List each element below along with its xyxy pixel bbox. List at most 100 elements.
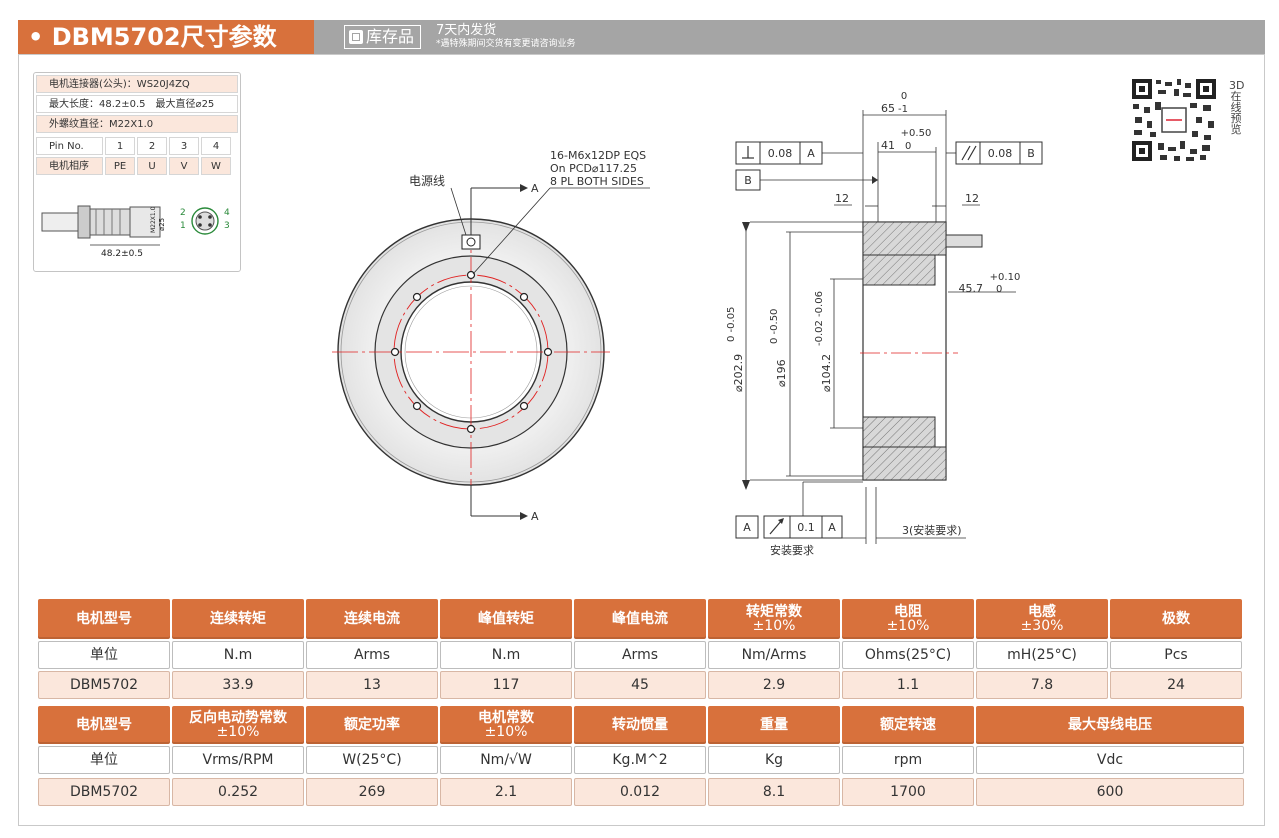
- unit-cell: Nm/Arms: [708, 641, 840, 669]
- page-title: • DBM5702尺寸参数: [18, 20, 314, 54]
- side-view-drawing: 0 65 -1 +0.50 41 0 0.08 A 0.08 B B 12 12…: [726, 91, 1043, 557]
- para-ref: B: [1027, 147, 1035, 160]
- header-text: 连续电流: [344, 611, 400, 627]
- unit-cell: N.m: [440, 641, 572, 669]
- datum-b: B: [744, 174, 752, 187]
- header-text: 峰值电流: [612, 611, 668, 627]
- unit-cell: Kg.M^2: [574, 746, 706, 774]
- header-sub: ±10%: [752, 618, 796, 634]
- spec-header-cell: 额定转速: [842, 706, 974, 744]
- pin-cell: 3: [169, 137, 199, 155]
- header-text: 连续转矩: [210, 611, 266, 627]
- dim-12-right: 12: [965, 192, 979, 205]
- section-label-bottom: A: [531, 510, 539, 523]
- spec-header-cell: 电感±30%: [976, 599, 1108, 639]
- connector-drawing: 48.2±0.5 M22X1.0 ⌀25 2 1 4 3: [41, 205, 230, 259]
- unit-cell: Nm/√W: [440, 746, 572, 774]
- spec-header-cell: 电机型号: [38, 599, 170, 639]
- value-cell: 8.1: [708, 778, 840, 806]
- value-cell: 13: [306, 671, 438, 699]
- value-cell: 33.9: [172, 671, 304, 699]
- runout-ref: A: [828, 521, 836, 534]
- spec-header-cell: 电阻±10%: [842, 599, 974, 639]
- dia-202-tol: 0 -0.05: [726, 307, 737, 342]
- shipping-title: 7天内发货: [436, 23, 497, 38]
- spec-header-cell: 转矩常数±10%: [708, 599, 840, 639]
- dim-65-top: 0: [901, 91, 907, 102]
- value-cell: DBM5702: [38, 671, 170, 699]
- value-cell: 269: [306, 778, 438, 806]
- value-cell: 2.1: [440, 778, 572, 806]
- header-text: 转矩常数: [746, 604, 802, 620]
- stock-badge: 库存品: [344, 25, 422, 49]
- perp-tol: 0.08: [768, 147, 793, 160]
- box-icon: [349, 30, 363, 44]
- header-text: 电机型号: [76, 611, 132, 627]
- header-text: 重量: [760, 717, 788, 733]
- connector-length: 最大长度：48.2±0.5 最大直径⌀25: [36, 95, 238, 113]
- pin-label: 2: [180, 208, 186, 218]
- spec-header-cell: 反向电动势常数±10%: [172, 706, 304, 744]
- header-text: 电机常数: [478, 710, 534, 726]
- phase-cell: W: [201, 157, 231, 175]
- unit-cell: 单位: [38, 746, 170, 774]
- hole-note-3: 8 PL BOTH SIDES: [550, 175, 644, 188]
- connector-info-box: 电机连接器(公头)：WS20J4ZQ 最大长度：48.2±0.5 最大直径⌀25…: [33, 72, 241, 272]
- dim-45-zero: 0: [996, 284, 1002, 295]
- header-text: 最大母线电压: [1068, 717, 1152, 733]
- unit-cell: Vdc: [976, 746, 1244, 774]
- header-text: 电感: [1028, 604, 1056, 620]
- pin-cell: 4: [201, 137, 231, 155]
- unit-cell: N.m: [172, 641, 304, 669]
- qr-caption: 3D在线预览: [1229, 79, 1245, 136]
- dia-202: ⌀202.9: [732, 354, 745, 392]
- header-sub: ±10%: [216, 724, 260, 740]
- qr-code[interactable]: [1130, 77, 1218, 163]
- spec-header-cell: 连续电流: [306, 599, 438, 639]
- value-cell: 24: [1110, 671, 1242, 699]
- dia-196: ⌀196: [775, 359, 788, 387]
- spec-header-cell: 连续转矩: [172, 599, 304, 639]
- shipping-note: *遇特殊期间交货有变更请咨询业务: [436, 39, 576, 49]
- content-frame: [18, 54, 1265, 826]
- dia-196-tol: 0 -0.50: [769, 309, 780, 344]
- header-text: 转动惯量: [612, 717, 668, 733]
- unit-cell: Kg: [708, 746, 840, 774]
- unit-cell: Arms: [306, 641, 438, 669]
- pin-label: 4: [224, 208, 230, 218]
- dim-45-tol: +0.10: [990, 272, 1021, 283]
- header-text: 峰值转矩: [478, 611, 534, 627]
- value-cell: 0.252: [172, 778, 304, 806]
- pin-cell: 2: [137, 137, 167, 155]
- value-cell: 600: [976, 778, 1244, 806]
- dia-104-tol: -0.02 -0.06: [814, 291, 825, 346]
- connector-model: 电机连接器(公头)：WS20J4ZQ: [36, 75, 238, 93]
- unit-cell: W(25°C): [306, 746, 438, 774]
- pin-table: Pin No. 1 2 3 4 电机相序 PE U V W: [36, 137, 233, 177]
- connector-dia-label: ⌀25: [158, 218, 166, 231]
- pin-cell: Pin No.: [36, 137, 103, 155]
- value-cell: 1.1: [842, 671, 974, 699]
- header-text: 反向电动势常数: [189, 710, 287, 726]
- spec-unit-row: 单位 Vrms/RPM W(25°C) Nm/√W Kg.M^2 Kg rpm …: [38, 746, 1244, 774]
- header-sub: ±30%: [1020, 618, 1064, 634]
- header-sub: ±10%: [886, 618, 930, 634]
- value-cell: DBM5702: [38, 778, 170, 806]
- hole-note-2: On PCD⌀117.25: [550, 162, 637, 175]
- pin-cell: 1: [105, 137, 135, 155]
- datum-a: A: [743, 521, 751, 534]
- spec-value-row: DBM5702 33.9 13 117 45 2.9 1.1 7.8 24: [38, 671, 1242, 699]
- unit-cell: Pcs: [1110, 641, 1242, 669]
- header-bar: • DBM5702尺寸参数 库存品 7天内发货 *遇特殊期间交货有变更请咨询业务: [18, 20, 1265, 54]
- header-text: 电机型号: [76, 717, 132, 733]
- value-cell: 2.9: [708, 671, 840, 699]
- phase-cell: PE: [105, 157, 135, 175]
- phase-row: 电机相序 PE U V W: [36, 157, 233, 175]
- header-text: 极数: [1162, 611, 1190, 627]
- shipping-info: 7天内发货 *遇特殊期间交货有变更请咨询业务: [436, 23, 576, 50]
- unit-cell: rpm: [842, 746, 974, 774]
- value-cell: 1700: [842, 778, 974, 806]
- stock-label: 库存品: [366, 27, 415, 46]
- front-view-drawing: A A 电源线 16-M6x12DP EQS On PCD⌀117.25 8 P…: [332, 149, 650, 523]
- spec-header-cell: 电机型号: [38, 706, 170, 744]
